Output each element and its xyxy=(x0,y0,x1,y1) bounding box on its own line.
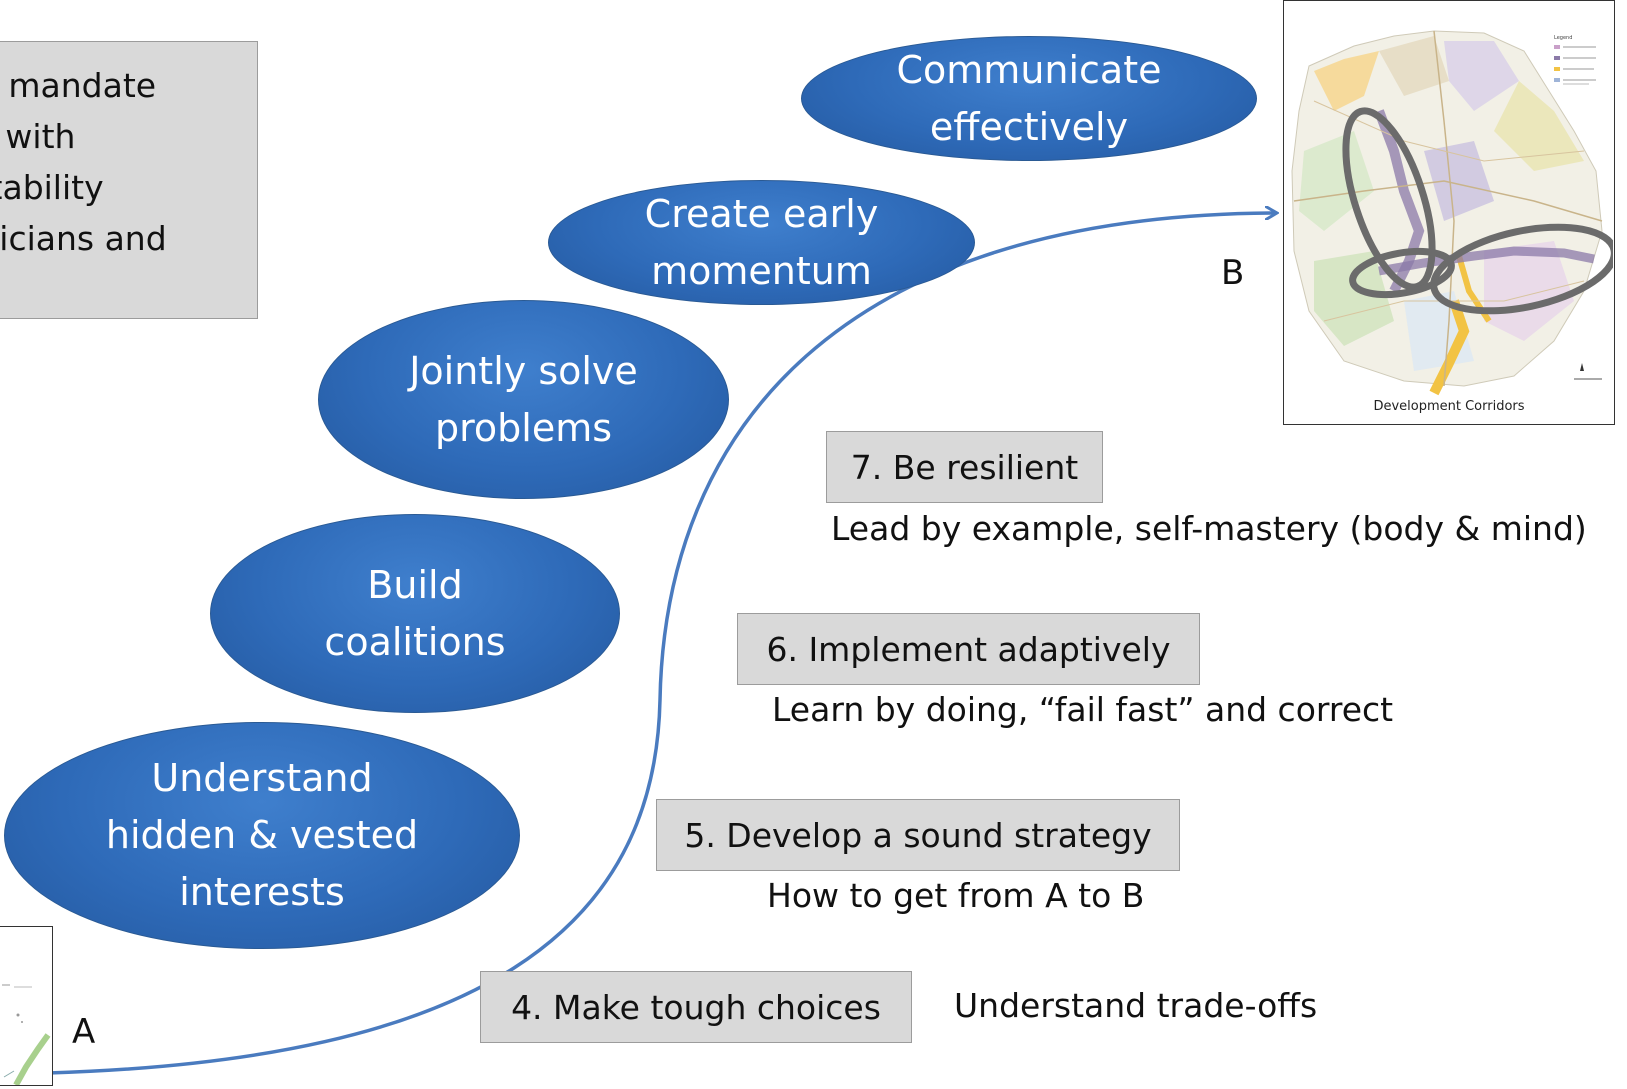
step-6-note: Learn by doing, “fail fast” and correct xyxy=(772,690,1394,729)
step-7-box: 7. Be resilient xyxy=(826,431,1103,503)
point-b-label: B xyxy=(1221,253,1245,293)
step-4-box: 4. Make tough choices xyxy=(480,971,912,1043)
point-a-label: A xyxy=(72,1012,96,1052)
oval-early-momentum-label: Create early momentum xyxy=(644,191,879,293)
step-5-box: 5. Develop a sound strategy xyxy=(656,799,1180,871)
political-mandate-text: Political mandate & goals with accountab… xyxy=(0,66,167,258)
map-thumbnail-a xyxy=(0,926,53,1087)
step-7-label: 7. Be resilient xyxy=(850,447,1079,487)
oval-communicate-label: Communicate effectively xyxy=(896,47,1162,149)
map-a-graphic xyxy=(0,927,52,1087)
step-5-label: 5. Develop a sound strategy xyxy=(684,815,1152,855)
step-6-box: 6. Implement adaptively xyxy=(737,613,1200,685)
step-5-note: How to get from A to B xyxy=(767,876,1145,915)
map-caption: Development Corridors xyxy=(1373,399,1525,414)
oval-build-coalitions-label: Build coalitions xyxy=(324,562,506,664)
development-corridors-map: Legend Development Corridors xyxy=(1283,0,1618,425)
oval-understand-interests-label: Understand hidden & vested interests xyxy=(105,756,419,914)
oval-early-momentum: Create early momentum xyxy=(548,180,975,305)
oval-communicate: Communicate effectively xyxy=(801,36,1257,161)
step-7-note: Lead by example, self-mastery (body & mi… xyxy=(831,509,1587,548)
oval-understand-interests: Understand hidden & vested interests xyxy=(4,722,520,949)
step-6-label: 6. Implement adaptively xyxy=(766,629,1171,669)
map-b-graphic: Legend xyxy=(1291,30,1618,396)
svg-text:Legend: Legend xyxy=(1554,35,1572,41)
oval-jointly-solve: Jointly solve problems xyxy=(318,300,729,499)
oval-build-coalitions: Build coalitions xyxy=(210,514,620,713)
map-ring-west xyxy=(1349,247,1455,299)
step-4-note: Understand trade-offs xyxy=(954,986,1318,1025)
oval-jointly-solve-label: Jointly solve problems xyxy=(409,348,638,450)
step-4-label: 4. Make tough choices xyxy=(511,987,881,1027)
political-mandate-box: Political mandate & goals with accountab… xyxy=(0,41,258,319)
map-legend: Legend xyxy=(1554,35,1596,85)
